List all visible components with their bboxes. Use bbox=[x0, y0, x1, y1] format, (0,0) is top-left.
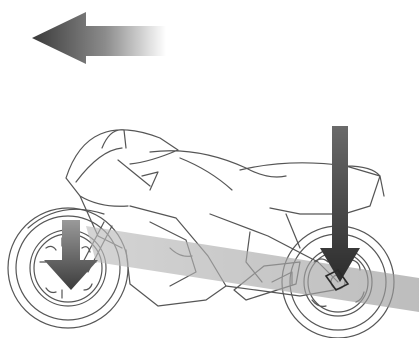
fuel-tank bbox=[150, 151, 286, 177]
rear-down-arrow-icon bbox=[320, 126, 360, 282]
seat bbox=[240, 163, 380, 214]
direction-arrow-left-icon bbox=[32, 12, 166, 64]
